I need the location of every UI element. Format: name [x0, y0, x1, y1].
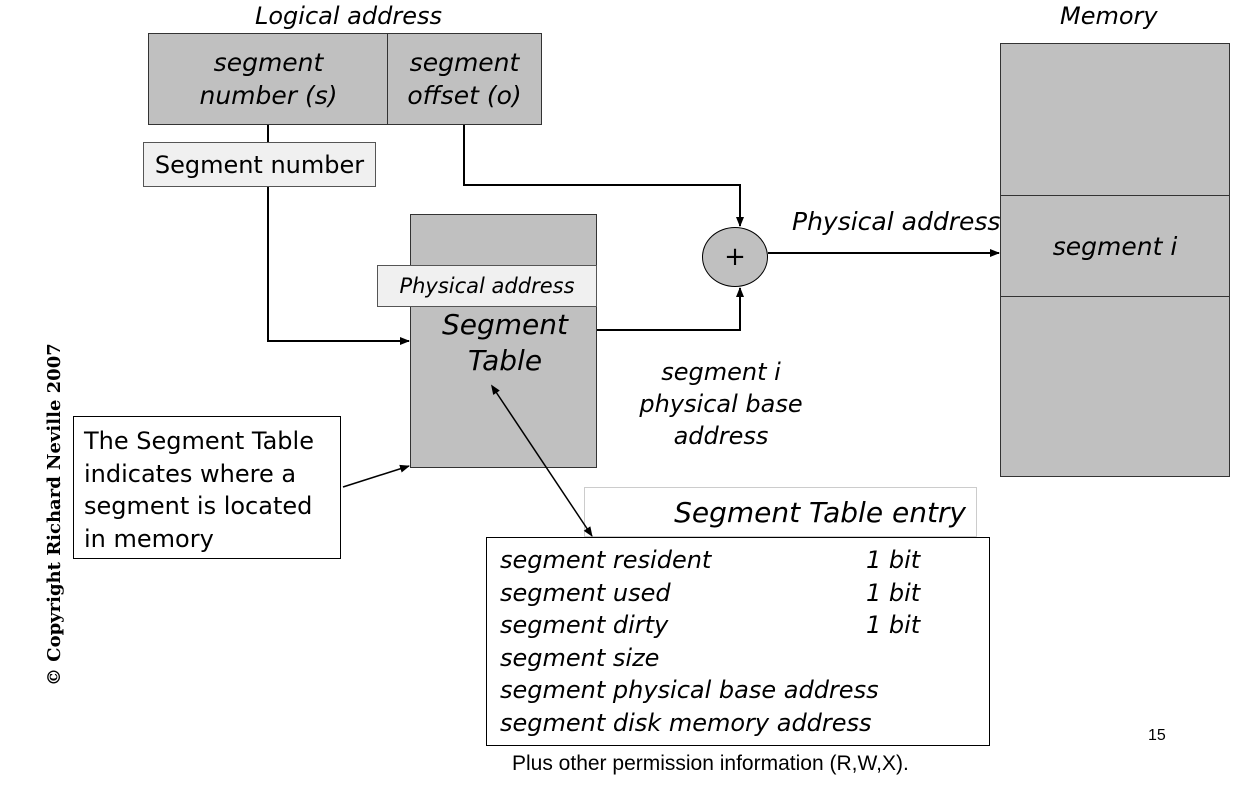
- segment-table-title: Segment Table: [442, 308, 568, 377]
- entry-row: segment physical base address: [500, 674, 989, 707]
- entry-field-size: 1 bit: [866, 611, 921, 640]
- entry-field-name: segment dirty: [500, 611, 669, 640]
- segment-offset-cell-text: segment offset (o): [407, 48, 522, 110]
- offset-to-adder-arrow: [463, 125, 744, 227]
- memory-block-bottom: [1000, 296, 1230, 477]
- segment-number-label: Segment number: [143, 142, 376, 187]
- segment-number-to-table-arrow: [267, 187, 410, 345]
- entry-field-name: segment resident: [500, 546, 712, 575]
- entry-row: segment resident 1 bit: [500, 544, 989, 577]
- entry-row: segment size: [500, 642, 989, 675]
- entry-field-name: segment disk memory address: [500, 708, 872, 737]
- physical-address-arrow-label: Physical address: [792, 207, 1001, 236]
- table-to-entry-arrow: [491, 384, 593, 537]
- permission-note: Plus other permission information (R,W,X…: [512, 752, 909, 775]
- segment-number-cell-text: segment number (s): [199, 48, 338, 110]
- adder-circle: +: [702, 227, 768, 287]
- memory-block-top: [1000, 43, 1230, 196]
- base-to-adder-arrow: [597, 287, 744, 331]
- entry-field-name: segment used: [500, 578, 671, 607]
- logical-address-title: Logical address: [255, 2, 442, 30]
- memory-title: Memory: [1060, 2, 1158, 30]
- entry-field-name: segment size: [500, 643, 660, 672]
- entry-field-size: 1 bit: [866, 578, 921, 607]
- segment-table-physical-address-label: Physical address: [377, 265, 597, 307]
- memory-segment-i: segment i: [1000, 195, 1230, 297]
- entry-row: segment disk memory address: [500, 707, 989, 740]
- entry-row: segment used 1 bit: [500, 577, 989, 610]
- plus-icon: +: [724, 242, 746, 272]
- page-number: 15: [1148, 727, 1166, 744]
- segment-table-callout: The Segment Table indicates where a segm…: [73, 416, 341, 559]
- base-address-label: segment i physical base address: [639, 358, 803, 450]
- entry-field-size: 1 bit: [866, 546, 921, 575]
- segment-offset-cell: segment offset (o): [387, 33, 542, 125]
- entry-row: segment dirty 1 bit: [500, 609, 989, 642]
- entry-field-name: segment physical base address: [500, 676, 879, 705]
- entry-table: segment resident 1 bit segment used 1 bi…: [486, 537, 990, 746]
- callout-to-table-arrow: [342, 464, 410, 488]
- segment-number-cell: segment number (s): [148, 33, 389, 125]
